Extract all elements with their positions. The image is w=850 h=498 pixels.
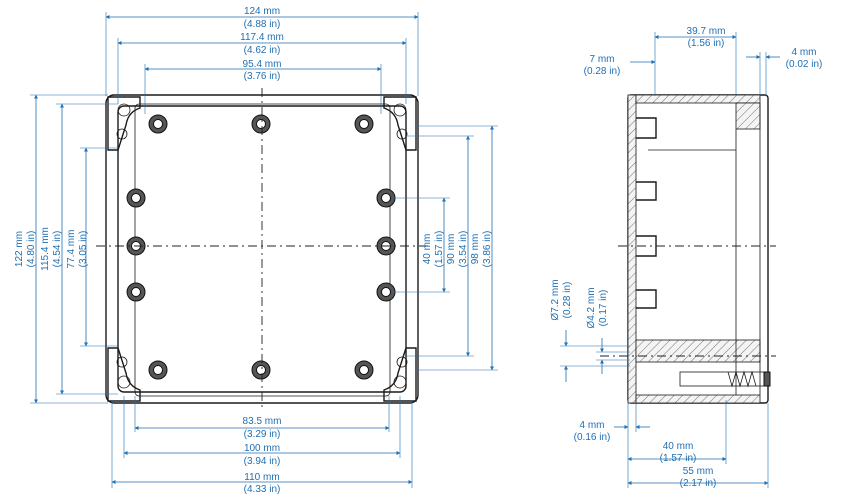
- dim-hole-42-mm: Ø4.2 mm: [586, 287, 597, 328]
- dim-depth-55-in: (2.17 in): [680, 478, 717, 489]
- dim-hole-42-in: (0.17 in): [598, 290, 609, 327]
- dim-height-flange-mm: 115.4 mm: [40, 227, 51, 271]
- dim-depth-lid-mm: 39.7 mm: [687, 26, 726, 37]
- lid-screws: [126, 114, 396, 380]
- dim-depth-40-mm: 40 mm: [663, 441, 694, 452]
- side-fastener: [679, 370, 771, 388]
- dim-width-outer-in: (4.88 in): [244, 19, 281, 30]
- dim-height-98-mm: 98 mm: [470, 234, 481, 265]
- dim-height-90-in: (3.54 in): [458, 231, 469, 268]
- dim-height-inner-in: (3.05 in): [78, 231, 89, 268]
- dim-depth-40-in: (1.57 in): [660, 453, 697, 464]
- dim-lip-4-bot-mm: 4 mm: [580, 420, 605, 431]
- dim-depth-55-mm: 55 mm: [683, 466, 714, 477]
- lid-inner-panel: [134, 103, 391, 397]
- dim-width-screws-mm: 95.4 mm: [243, 59, 282, 70]
- dim-height-outer-mm: 122 mm: [14, 231, 25, 267]
- dim-lip-4-top-in: (0.02 in): [786, 59, 823, 70]
- dim-hole-72-mm: Ø7.2 mm: [550, 279, 561, 320]
- side-view: 39.7 mm (1.56 in) 7 mm (0.28 in) 4 mm (0…: [550, 26, 822, 489]
- dim-lip-7-mm: 7 mm: [590, 54, 615, 65]
- dim-height-98-in: (3.86 in): [482, 231, 493, 268]
- dim-width-outer-mm: 124 mm: [244, 6, 280, 17]
- dim-height-inner-mm: 77.4 mm: [66, 230, 77, 269]
- dim-lip-7-in: (0.28 in): [584, 66, 621, 77]
- dim-width-bottom1-mm: 83.5 mm: [243, 416, 282, 427]
- front-view: 124 mm (4.88 in) 117.4 mm (4.62 in) 95.4…: [14, 6, 498, 495]
- dim-height-40-in: (1.57 in): [434, 231, 445, 268]
- dim-width-flange-mm: 117.4 mm: [240, 32, 284, 43]
- dim-hole-72-in: (0.28 in): [562, 282, 573, 319]
- dim-height-40-mm: 40 mm: [422, 234, 433, 265]
- dim-width-bottom2-mm: 100 mm: [244, 443, 280, 454]
- dim-height-90-mm: 90 mm: [446, 234, 457, 265]
- dim-lip-4-top-mm: 4 mm: [792, 47, 817, 58]
- dim-height-outer-in: (4.80 in): [26, 231, 37, 268]
- dim-width-bottom3-mm: 110 mm: [244, 472, 279, 483]
- dim-width-bottom2-in: (3.94 in): [244, 456, 281, 467]
- dim-width-bottom3-in: (4.33 in): [244, 484, 281, 495]
- dim-lip-4-bot-in: (0.16 in): [574, 432, 611, 443]
- dim-height-flange-in: (4.54 in): [52, 231, 63, 268]
- corner-pockets: [107, 96, 417, 402]
- dim-width-screws-in: (3.76 in): [244, 71, 281, 82]
- dim-depth-lid-in: (1.56 in): [688, 38, 725, 49]
- dim-width-bottom1-in: (3.29 in): [244, 429, 281, 440]
- dim-width-flange-in: (4.62 in): [244, 45, 281, 56]
